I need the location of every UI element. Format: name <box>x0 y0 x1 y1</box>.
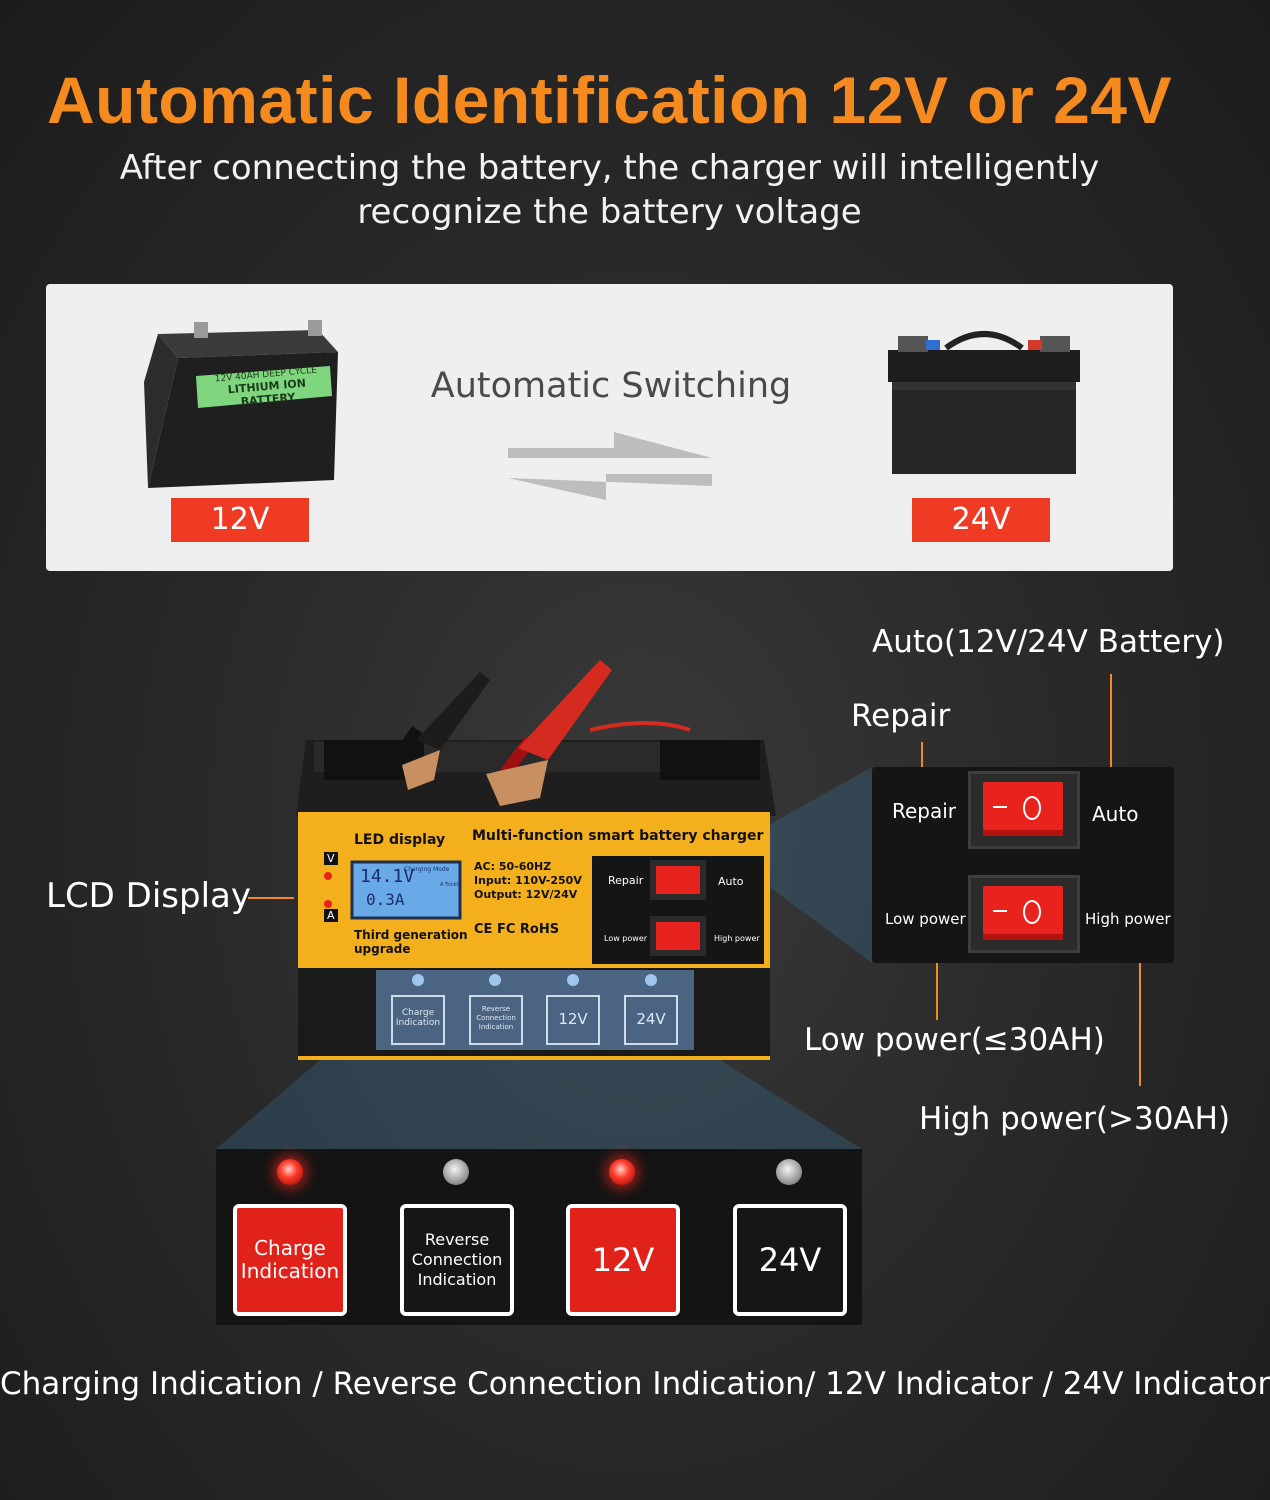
page-subtitle: After connecting the battery, the charge… <box>100 146 1119 234</box>
swap-arrows-icon <box>508 432 712 500</box>
page-title: Automatic Identification 12V or 24V <box>46 63 1173 137</box>
power-switch[interactable] <box>968 875 1080 953</box>
spec-ac: AC: 50-60HZ <box>474 860 552 873</box>
reverse-line-3: Indication <box>417 1270 497 1289</box>
12v-indicator: 12V <box>566 1204 680 1316</box>
zoom-beams <box>216 767 872 1149</box>
rocker-on-mark <box>1023 796 1041 820</box>
12v-led-icon <box>609 1159 635 1185</box>
charger-body-image <box>296 660 776 1060</box>
charge-line-2: Indication <box>240 1259 340 1283</box>
24v-indicator: 24V <box>733 1204 847 1316</box>
callout-low-power: Low power(≤30AH) <box>804 1022 1105 1058</box>
repair-auto-rocker[interactable] <box>983 782 1063 836</box>
rocker-off-mark <box>993 910 1007 912</box>
leader-line-lcd <box>248 897 294 899</box>
leader-line-auto <box>1110 674 1112 798</box>
leader-line-high-power <box>1139 940 1141 1086</box>
callout-auto: Auto(12V/24V Battery) <box>872 624 1225 660</box>
charge-led-icon <box>277 1159 303 1185</box>
charge-indication-indicator: Charge Indication <box>233 1204 347 1316</box>
indicator-zoom-panel: Charge Indication Reverse Connection Ind… <box>216 1149 862 1325</box>
spec-output: Output: 12V/24V <box>474 888 578 901</box>
charger-specs: AC: 50-60HZ Input: 110V-250V Output: 12V… <box>474 860 582 902</box>
voltage-tag-24v: 24V <box>912 498 1050 542</box>
power-rocker[interactable] <box>983 886 1063 940</box>
rocker-on-mark <box>1023 900 1041 924</box>
callout-lcd-display: LCD Display <box>46 876 251 916</box>
charger-sw-low: Low power <box>604 934 648 943</box>
charger-led-display-label: LED display <box>354 832 446 848</box>
leader-line-low-power <box>936 940 938 1020</box>
charger-sw-high: High power <box>714 934 760 943</box>
charger-v-marker: V <box>324 852 338 865</box>
charger-btn-12v: 12V <box>558 1010 588 1028</box>
automatic-switching-label: Automatic Switching <box>430 366 792 406</box>
charger-third-gen: Third generation upgrade <box>354 928 468 956</box>
zoom-label-high-power: High power <box>1085 910 1171 928</box>
auto-switching-panel: 12V 40AH DEEP CYCLE LITHIUM ION BATTERY … <box>46 284 1173 571</box>
lcd-amps: 0.3A <box>366 890 405 909</box>
car-battery-image <box>888 331 1080 474</box>
switch-zoom-panel: Repair Auto Low power High power <box>872 767 1174 963</box>
charger-headline: Multi-function smart battery charger <box>472 828 764 844</box>
charge-line-1: Charge <box>254 1236 326 1260</box>
lcd-mode: Charging Mode <box>404 866 450 873</box>
charger-btn-24v: 24V <box>636 1010 666 1028</box>
repair-auto-switch[interactable] <box>968 771 1080 849</box>
reverse-connection-indicator: Reverse Connection Indication <box>400 1204 514 1316</box>
spec-input: Input: 110V-250V <box>474 874 582 887</box>
subtitle-line-1: After connecting the battery, the charge… <box>119 148 1100 188</box>
third-gen-line-1: Third generation <box>354 928 468 942</box>
reverse-line-1: Reverse <box>424 1230 490 1249</box>
charger-certs: CE FC RoHS <box>474 922 560 937</box>
charger-btn-reverse: Reverse Connection Indication <box>476 1005 516 1031</box>
zoom-label-auto: Auto <box>1092 802 1139 826</box>
reverse-line-2: Connection <box>411 1250 503 1269</box>
zoom-label-repair: Repair <box>892 799 957 823</box>
lcd-trickle: A Trickle <box>440 882 461 888</box>
third-gen-line-2: upgrade <box>354 942 411 956</box>
charger-sw-auto: Auto <box>718 875 744 888</box>
reverse-led-icon <box>443 1159 469 1185</box>
footer-caption: Charging Indication / Reverse Connection… <box>0 1366 1270 1402</box>
lithium-battery-image <box>144 320 338 488</box>
subtitle-line-2: recognize the battery voltage <box>357 192 862 232</box>
24v-led-icon <box>776 1159 802 1185</box>
lcd-volts: 14.1V <box>360 866 415 887</box>
voltage-tag-12v: 12V <box>171 498 309 542</box>
charger-a-marker: A <box>324 909 338 922</box>
charger-device: LED display Multi-function smart battery… <box>290 620 780 1065</box>
rocker-off-mark <box>993 806 1007 808</box>
callout-high-power: High power(>30AH) <box>919 1101 1231 1137</box>
charger-btn-charge: Charge Indication <box>395 1008 441 1028</box>
charger-sw-repair: Repair <box>608 874 644 887</box>
zoom-label-low-power: Low power <box>885 910 966 928</box>
callout-repair: Repair <box>851 698 951 734</box>
